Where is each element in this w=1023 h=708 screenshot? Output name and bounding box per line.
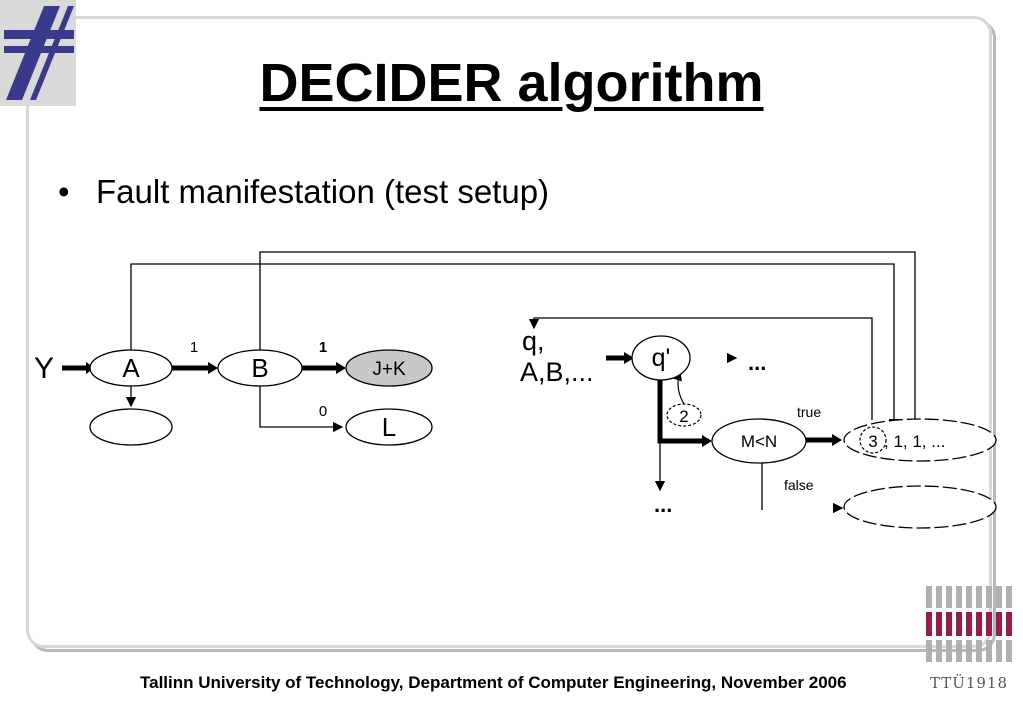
edge-bl-label: 0 xyxy=(319,403,327,420)
input-label-y: Y xyxy=(34,352,54,385)
label-false: false xyxy=(784,477,814,493)
bullet-item: • Fault manifestation (test setup) xyxy=(58,173,549,211)
node-q-prime-label: q' xyxy=(652,344,671,372)
node-q-prime xyxy=(631,335,691,381)
target-sequence: , 1, 1, ... xyxy=(884,432,945,451)
footer-text: Tallinn University of Technology, Depart… xyxy=(140,673,847,692)
label-true: true xyxy=(797,404,821,420)
badge-3-label: 3 xyxy=(868,432,877,451)
left-decision-graph: Y A B J+K L 1 1 0 xyxy=(34,251,921,446)
ttu-logo-text: TTÜ1918 xyxy=(929,674,1009,692)
node-b-label: B xyxy=(251,353,268,383)
node-false-target xyxy=(843,485,997,529)
node-jk-label: J+K xyxy=(372,359,406,380)
node-a-label: A xyxy=(122,353,140,383)
node-a xyxy=(89,349,173,387)
badge-3 xyxy=(859,426,887,454)
page-title: DECIDER algorithm xyxy=(259,53,764,113)
bullet-text: Fault manifestation (test setup) xyxy=(96,173,550,210)
input-label-abc: A,B,... xyxy=(520,357,594,387)
ttu-logo-bars xyxy=(926,586,1012,662)
university-logo-icon xyxy=(0,0,76,106)
node-l xyxy=(345,408,433,446)
bullet-dot-icon: • xyxy=(58,173,70,210)
right-decider-graph: q, A,B,... q' ... 2 M<N true false ... 3… xyxy=(520,317,997,529)
node-true-target xyxy=(843,418,997,462)
node-jk xyxy=(345,349,433,387)
edge-bjk-label: 1 xyxy=(319,339,327,356)
node-l-label: L xyxy=(382,412,396,442)
node-empty-left xyxy=(89,408,173,446)
slide-frame xyxy=(26,16,992,648)
badge-2 xyxy=(666,403,702,427)
ttu-logo-icon: TTÜ1918 xyxy=(924,582,1014,700)
input-label-q: q, xyxy=(522,326,545,356)
dots-right: ... xyxy=(748,350,766,375)
edge-ab-label: 1 xyxy=(190,339,198,356)
node-b xyxy=(217,349,303,387)
node-m-less-n xyxy=(711,418,807,464)
dots-down: ... xyxy=(654,492,672,517)
node-m-less-n-label: M<N xyxy=(741,432,777,451)
badge-2-label: 2 xyxy=(679,407,688,426)
